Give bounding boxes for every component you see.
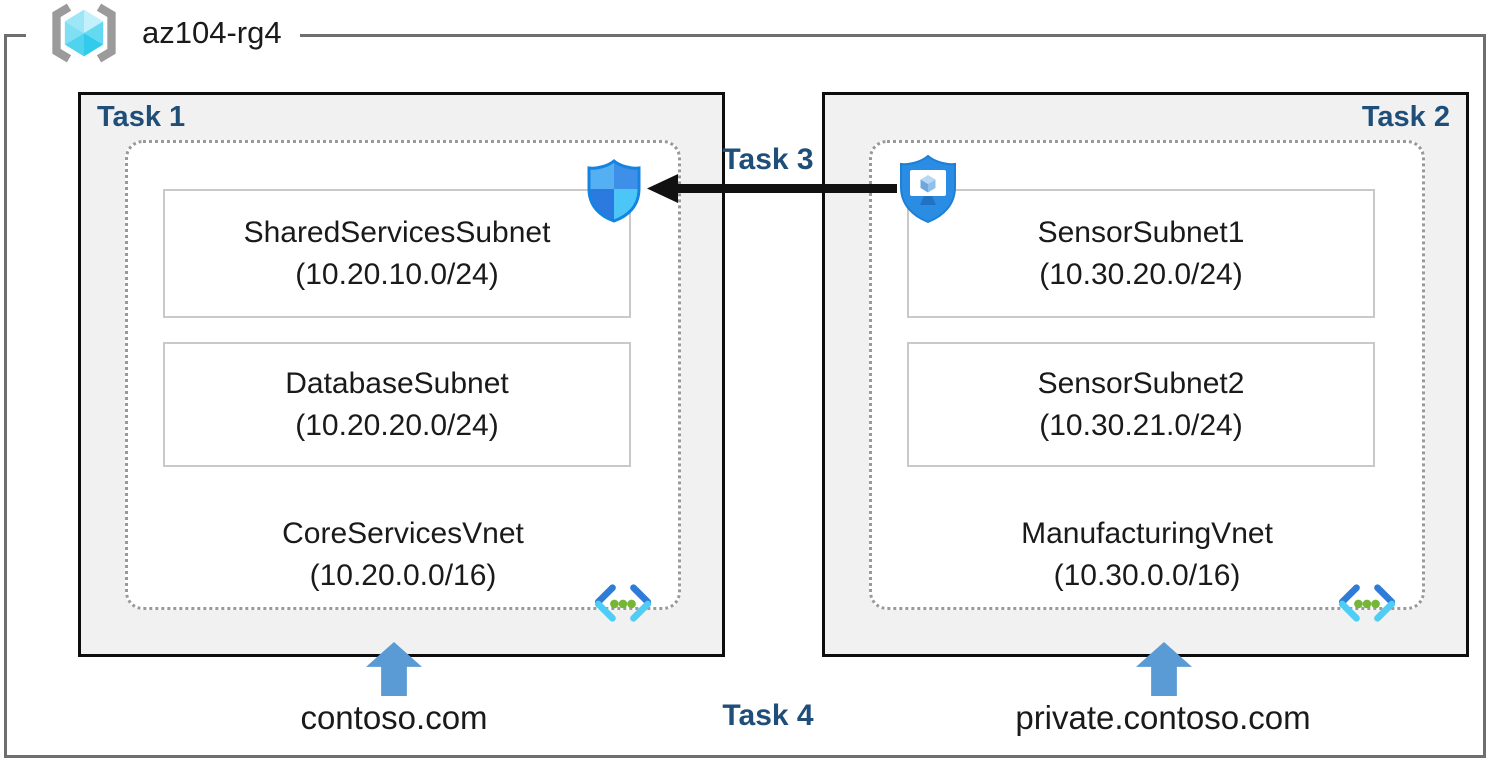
task3-label: Task 3 — [722, 143, 814, 176]
task2-label: Task 2 — [1361, 101, 1450, 133]
dns-zone-private-contoso: private.contoso.com — [1015, 699, 1311, 736]
coreservices-vnet-boundary: SharedServicesSubnet (10.20.10.0/24) Dat… — [125, 140, 681, 622]
manufacturing-vnet-label: ManufacturingVnet (10.30.0.0/16) — [872, 513, 1422, 597]
virtual-network-icon — [1338, 584, 1396, 622]
subnet-database: DatabaseSubnet (10.20.20.0/24) — [163, 342, 631, 467]
resource-group-cube-icon — [52, 3, 116, 63]
subnet-name: DatabaseSubnet — [285, 366, 509, 400]
task1-label: Task 1 — [97, 101, 186, 133]
subnet-sensor1: SensorSubnet1 (10.30.20.0/24) — [907, 189, 1375, 318]
bastion-shield-icon — [900, 154, 956, 224]
task1-box: Task 1 SharedServicesSubnet (10.20.10.0/… — [78, 92, 725, 657]
vnet-name: CoreServicesVnet — [282, 517, 524, 550]
subnet-cidr: (10.30.21.0/24) — [1039, 408, 1243, 442]
subnet-sharedservices: SharedServicesSubnet (10.20.10.0/24) — [163, 189, 631, 318]
resource-group-legend: az104-rg4 — [26, 1, 300, 65]
subnet-name: SensorSubnet2 — [1037, 366, 1245, 400]
subnet-cidr: (10.30.20.0/24) — [1039, 257, 1243, 291]
vnet-cidr: (10.30.0.0/16) — [1053, 559, 1241, 592]
virtual-network-icon — [594, 584, 652, 622]
nsg-shield-icon — [587, 159, 641, 223]
subnet-sensor2: SensorSubnet2 (10.30.21.0/24) — [907, 342, 1375, 467]
subnet-cidr: (10.20.10.0/24) — [295, 257, 499, 291]
resource-group-name: az104-rg4 — [142, 15, 282, 50]
coreservices-vnet-label: CoreServicesVnet (10.20.0.0/16) — [128, 513, 678, 597]
subnet-name: SensorSubnet1 — [1037, 215, 1245, 249]
resource-group-boundary — [4, 34, 1486, 758]
subnet-cidr: (10.20.20.0/24) — [295, 408, 499, 442]
task2-box: Task 2 SensorSubnet1 (10.30.20.0/24) Sen… — [822, 92, 1469, 657]
peering-arrow-icon — [647, 174, 897, 203]
manufacturing-vnet-boundary: SensorSubnet1 (10.30.20.0/24) SensorSubn… — [869, 140, 1425, 622]
dns-zone-contoso: contoso.com — [300, 699, 488, 736]
vnet-cidr: (10.20.0.0/16) — [309, 559, 497, 592]
task4-label: Task 4 — [722, 699, 814, 732]
subnet-name: SharedServicesSubnet — [243, 215, 551, 249]
vnet-name: ManufacturingVnet — [1021, 517, 1273, 550]
